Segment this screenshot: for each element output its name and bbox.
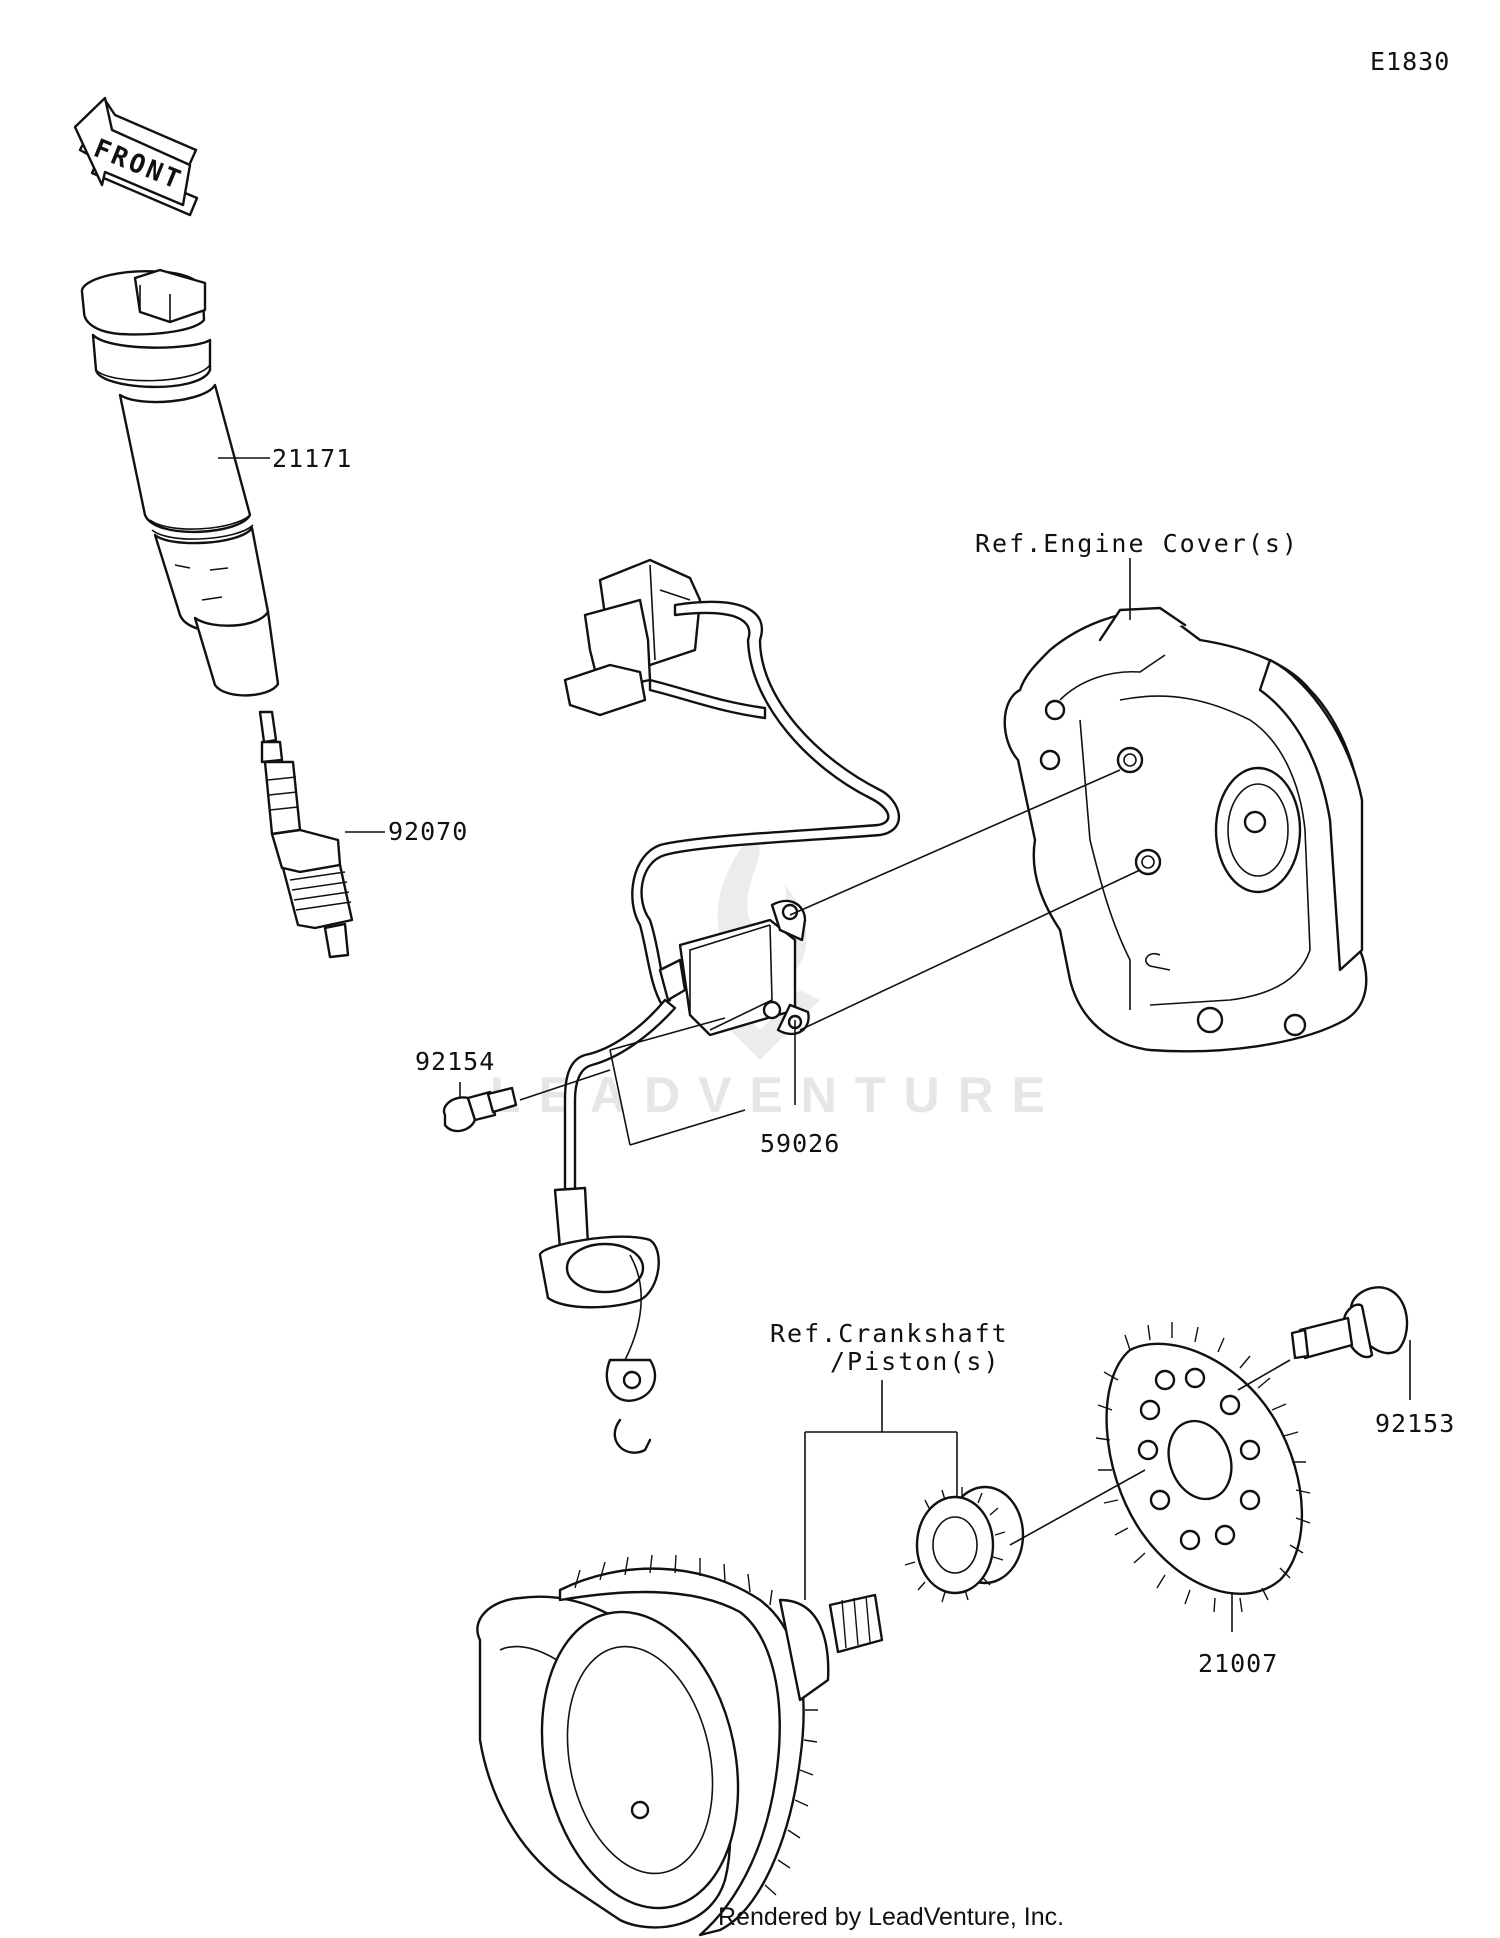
- engine-cover-reference: Ref.Engine Cover(s): [975, 529, 1299, 558]
- ignition-coil: 21171: [80, 268, 352, 697]
- watermark-text: LEADVENTURE: [490, 1067, 1063, 1123]
- part-number-21171: 21171: [272, 444, 352, 473]
- crankshaft: Ref.Crankshaft /Piston(s): [476, 1319, 1025, 1937]
- diagram-code: E1830: [1370, 47, 1450, 76]
- part-number-59026: 59026: [760, 1129, 840, 1158]
- spark-plug: 92070: [258, 710, 468, 959]
- part-number-92153: 92153: [1375, 1409, 1455, 1438]
- engine-cover: Ref.Engine Cover(s): [789, 529, 1368, 1053]
- flange-bolt: 92153: [1237, 1286, 1455, 1438]
- rotor: 21007: [1009, 1322, 1311, 1678]
- small-bolt: 92154: [415, 1047, 611, 1133]
- part-number-21007: 21007: [1198, 1649, 1278, 1678]
- pickup-coil-assembly: 59026: [538, 558, 900, 1454]
- part-number-92070: 92070: [388, 817, 468, 846]
- crankshaft-reference-line1: Ref.Crankshaft: [770, 1319, 1009, 1348]
- footer-credit: Rendered by LeadVenture, Inc.: [718, 1903, 1064, 1931]
- front-arrow-icon: FRONT: [73, 96, 199, 217]
- part-number-92154: 92154: [415, 1047, 495, 1076]
- crankshaft-reference-line2: /Piston(s): [830, 1347, 1001, 1376]
